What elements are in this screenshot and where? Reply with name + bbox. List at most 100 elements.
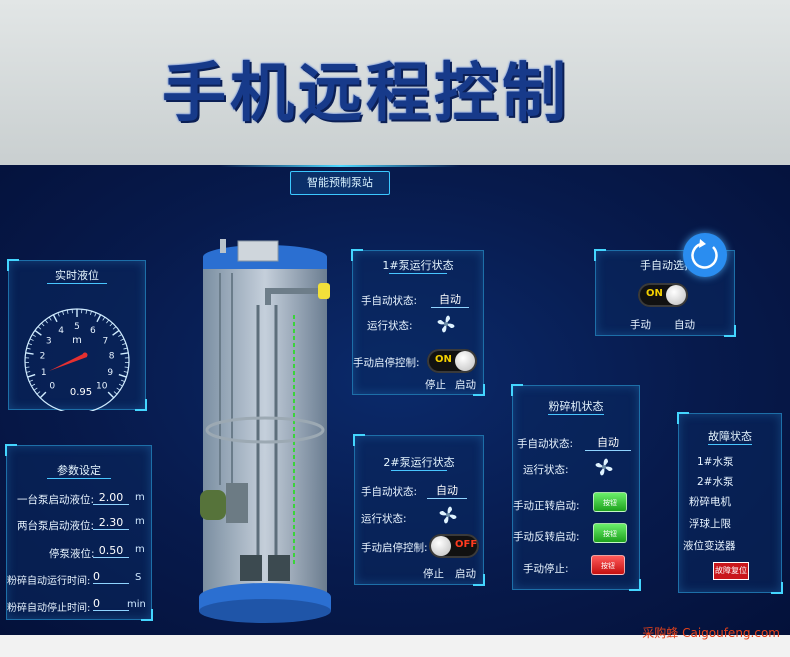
gauge-unit: m [72, 335, 82, 346]
gauge-tick [120, 352, 129, 355]
crusher-title: 粉碎机状态 [548, 400, 604, 413]
toggle-text: ON [646, 288, 663, 299]
pump1-title: 1#泵运行状态 [382, 259, 454, 272]
crusher-mode-value: 自动 [585, 434, 631, 451]
gauge-tick [112, 326, 117, 330]
gauge-tick [52, 314, 58, 323]
param-value-input[interactable]: 2.00 [93, 491, 129, 505]
gauge-tick [107, 391, 115, 399]
gauge-tick-label: 4 [58, 326, 64, 336]
refresh-icon[interactable] [683, 233, 727, 277]
param-value-input[interactable]: 2.30 [93, 516, 129, 530]
crusher-stop-label: 手动停止: [523, 563, 569, 575]
pump2-toggle[interactable]: OFF [429, 534, 479, 558]
gauge-tick [36, 391, 41, 395]
gauge-tick-label: 1 [41, 368, 47, 378]
gauge-tick-label: 10 [96, 382, 108, 392]
gauge-tick [39, 391, 47, 399]
crusher-mode-label: 手自动状态: [517, 438, 574, 450]
pump2-mode-label: 手自动状态: [361, 486, 418, 498]
gauge-tick-label: 9 [107, 368, 113, 378]
pump2-panel: 2#泵运行状态 手自动状态: 自动 运行状态: 手动启停控制: OFF 停止 启… [353, 434, 485, 586]
gauge-tick [90, 310, 92, 316]
gauge-tick-label: 7 [102, 336, 108, 346]
param-label: 停泵液位: [49, 548, 95, 560]
toggle-text: OFF [455, 539, 478, 550]
gauge-tick [41, 322, 45, 327]
gauge-tick [116, 387, 121, 391]
gauge-tick [112, 329, 120, 336]
pump1-mode-label: 手自动状态: [361, 295, 418, 307]
crusher-forward-label: 手动正转启动: [513, 500, 580, 512]
gauge-tick [124, 366, 129, 368]
divider [47, 283, 107, 284]
gauge-tick [26, 347, 31, 350]
fan-icon [437, 315, 455, 333]
param-value-input[interactable]: 0 [93, 570, 129, 584]
pump1-stop-label: 停止 [425, 379, 446, 391]
station-label: 智能预制泵站 [290, 171, 390, 195]
gauge-tick [118, 383, 123, 387]
gauge-tick [25, 352, 34, 355]
gauge-tick [37, 326, 42, 330]
pump1-toggle[interactable]: ON [427, 349, 477, 373]
crusher-reverse-label: 手动反转启动: [513, 531, 580, 543]
gauge-tick [34, 329, 42, 336]
gauge-tick [33, 387, 38, 391]
mode-toggle[interactable]: ON [638, 283, 688, 307]
pump1-panel: 1#泵运行状态 手自动状态: 自动 运行状态: 手动启停控制: ON 停止 启动 [351, 249, 485, 396]
param-label: 两台泵启动液位: [17, 520, 95, 532]
pump2-stop-label: 停止 [423, 568, 444, 580]
toggle-knob [455, 351, 475, 371]
gauge-tick [85, 309, 88, 314]
gauge-tick [106, 319, 110, 324]
crusher-reverse-button[interactable]: 按钮 [593, 523, 627, 543]
gauge-tick [29, 338, 34, 341]
gauge-tick [123, 371, 128, 373]
gauge-tick-label: 6 [90, 326, 96, 336]
toggle-knob [666, 285, 686, 305]
pump1-mode-value: 自动 [431, 291, 469, 308]
watermark: 采购蜂 Caigoufeng.com [642, 626, 780, 640]
param-value-input[interactable]: 0 [93, 597, 129, 611]
pump-station-illustration [199, 239, 331, 623]
gauge-tick [102, 316, 106, 321]
gauge-tick [122, 343, 127, 346]
gauge-tick [48, 316, 52, 321]
gauge-tick [27, 373, 36, 378]
fan-icon [439, 506, 457, 524]
gauge-tick [27, 343, 32, 346]
crusher-forward-button[interactable]: 按钮 [593, 492, 627, 512]
pump1-run-label: 运行状态: [367, 320, 413, 332]
toggle-knob [431, 536, 451, 556]
gauge-tick [120, 379, 125, 383]
gauge-tick [57, 312, 60, 317]
divider [707, 444, 753, 445]
pump2-control-label: 手动启停控制: [361, 542, 428, 554]
gauge-tick [26, 371, 31, 373]
fault-item: 粉碎电机 [689, 496, 731, 508]
gauge-needle [49, 353, 87, 371]
fault-item: 液位变送器 [683, 540, 736, 552]
title-glow [220, 165, 460, 167]
fan-icon [595, 458, 613, 476]
pump2-title: 2#泵运行状态 [383, 456, 455, 469]
crusher-stop-button[interactable]: 按钮 [591, 555, 625, 575]
fault-title: 故障状态 [708, 430, 752, 443]
params-panel: 参数设定 一台泵启动液位: 2.00 m 两台泵启动液位: 2.30 m 停泵液… [5, 444, 153, 621]
param-value-input[interactable]: 0.50 [93, 544, 129, 558]
gauge-tick [118, 334, 122, 337]
pump2-start-label: 启动 [455, 568, 476, 580]
gauge-tick-label: 5 [74, 322, 80, 332]
mode-manual-label: 手动 [630, 319, 651, 331]
gauge-tick [120, 338, 125, 341]
fault-reset-button[interactable]: 故障复位 [713, 562, 749, 580]
page-title: 手机远程控制 [162, 57, 570, 131]
gauge-tick [32, 334, 36, 337]
param-label: 粉碎自动停止时间: [7, 603, 91, 614]
gauge-tick [118, 373, 127, 378]
fault-item: 2#水泵 [697, 476, 734, 488]
param-label: 一台泵启动液位: [17, 494, 95, 506]
